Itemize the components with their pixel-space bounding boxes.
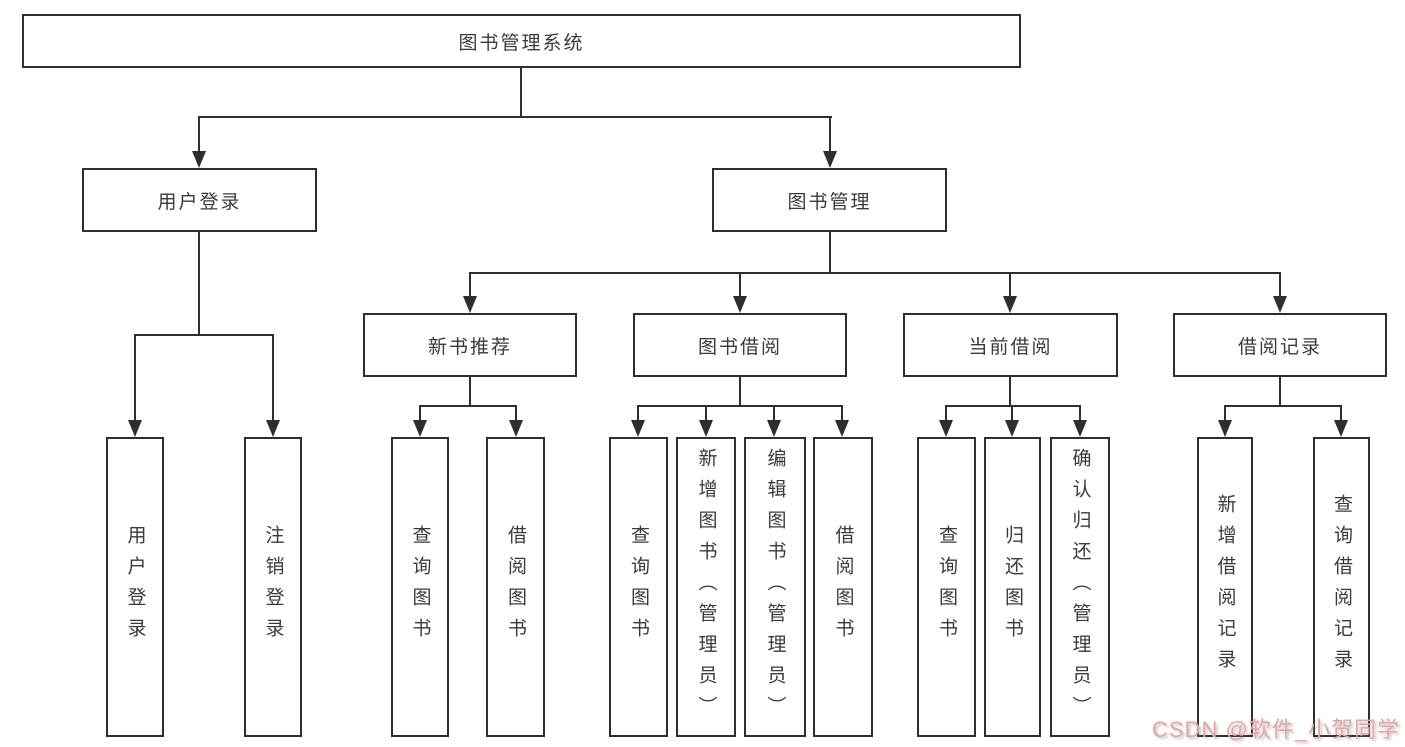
leaf-edit-book-admin: 编辑图书（管理员）	[744, 437, 806, 737]
node-user-login: 用户登录	[82, 168, 317, 232]
leaf-confirm-return-admin: 确认归还（管理员）	[1050, 437, 1110, 737]
connector-vline	[520, 68, 522, 118]
connector-hline	[469, 272, 1281, 274]
leaf-label: 注销登录	[262, 525, 284, 649]
leaf-query-books-borrowing: 查询图书	[609, 437, 668, 737]
node-label: 图书管理	[787, 191, 872, 213]
connector-hline	[1224, 405, 1342, 407]
connector-vline	[1279, 377, 1281, 407]
connector-vline	[637, 405, 639, 422]
connector-vline	[1079, 405, 1081, 422]
connector-arrow	[733, 296, 747, 313]
connector-vline	[272, 334, 274, 421]
connector-arrow	[128, 420, 142, 437]
leaf-add-book-admin: 新增图书（管理员）	[676, 437, 736, 737]
connector-hline	[945, 405, 1081, 407]
node-library-system: 图书管理系统	[22, 14, 1021, 68]
connector-arrow	[1334, 420, 1348, 437]
leaf-label: 编辑图书（管理员）	[764, 447, 786, 727]
connector-arrow	[463, 296, 477, 313]
connector-arrow	[939, 420, 953, 437]
node-label: 图书管理系统	[458, 32, 585, 54]
connector-hline	[419, 405, 517, 407]
connector-vline	[1224, 405, 1226, 422]
node-label: 新书推荐	[427, 336, 512, 358]
connector-vline	[829, 232, 831, 274]
node-book-management: 图书管理	[712, 168, 947, 232]
connector-arrow	[192, 151, 206, 168]
connector-hline	[198, 116, 832, 118]
connector-arrow	[1218, 420, 1232, 437]
node-new-book-recommend: 新书推荐	[363, 313, 577, 377]
leaf-query-borrow-record: 查询借阅记录	[1313, 437, 1370, 737]
connector-vline	[419, 405, 421, 422]
connector-arrow	[413, 420, 427, 437]
leaf-return-book: 归还图书	[984, 437, 1041, 737]
node-book-borrowing: 图书借阅	[633, 313, 847, 377]
connector-arrow	[266, 420, 280, 437]
connector-arrow	[767, 420, 781, 437]
leaf-label: 新增借阅记录	[1214, 494, 1236, 680]
leaf-label: 查询图书	[409, 525, 431, 649]
leaf-query-books-current: 查询图书	[917, 437, 976, 737]
leaf-user-login: 用户登录	[106, 437, 164, 737]
leaf-query-books-recommend: 查询图书	[391, 437, 449, 737]
connector-vline	[198, 116, 200, 152]
connector-hline	[134, 334, 274, 336]
connector-hline	[637, 405, 843, 407]
connector-arrow	[1273, 296, 1287, 313]
node-label: 图书借阅	[697, 336, 782, 358]
leaf-label: 确认归还（管理员）	[1069, 447, 1091, 727]
node-label: 借阅记录	[1237, 336, 1322, 358]
connector-vline	[469, 272, 471, 298]
connector-arrow	[823, 151, 837, 168]
leaf-label: 借阅图书	[832, 525, 854, 649]
leaf-label: 查询图书	[628, 525, 649, 649]
leaf-borrow-books-recommend: 借阅图书	[486, 437, 545, 737]
connector-arrow	[631, 420, 645, 437]
connector-vline	[841, 405, 843, 422]
connector-vline	[198, 232, 200, 336]
connector-arrow	[1003, 296, 1017, 313]
leaf-borrow-books-borrowing: 借阅图书	[813, 437, 873, 737]
connector-vline	[1009, 272, 1011, 298]
node-label: 当前借阅	[968, 336, 1053, 358]
leaf-label: 查询借阅记录	[1331, 494, 1352, 680]
connector-vline	[945, 405, 947, 422]
connector-vline	[773, 405, 775, 422]
connector-arrow	[699, 420, 713, 437]
connector-vline	[739, 272, 741, 298]
connector-vline	[1011, 405, 1013, 422]
connector-vline	[1009, 377, 1011, 407]
leaf-logout: 注销登录	[244, 437, 302, 737]
node-label: 用户登录	[157, 191, 242, 213]
node-borrowing-records: 借阅记录	[1173, 313, 1387, 377]
connector-vline	[1279, 272, 1281, 298]
watermark: CSDN @软件_小贺同学	[1152, 717, 1401, 742]
leaf-label: 用户登录	[124, 525, 146, 649]
connector-vline	[829, 116, 831, 152]
connector-arrow	[1005, 420, 1019, 437]
connector-vline	[739, 377, 741, 407]
connector-arrow	[835, 420, 849, 437]
connector-arrow	[1073, 420, 1087, 437]
connector-vline	[134, 334, 136, 421]
connector-vline	[1340, 405, 1342, 422]
leaf-label: 查询图书	[936, 525, 957, 649]
connector-vline	[705, 405, 707, 422]
connector-vline	[469, 377, 471, 407]
leaf-add-borrow-record: 新增借阅记录	[1197, 437, 1253, 737]
connector-vline	[515, 405, 517, 422]
leaf-label: 新增图书（管理员）	[695, 447, 717, 727]
leaf-label: 归还图书	[1002, 525, 1023, 649]
connector-arrow	[509, 420, 523, 437]
node-current-borrowing: 当前借阅	[903, 313, 1118, 377]
leaf-label: 借阅图书	[505, 525, 526, 649]
